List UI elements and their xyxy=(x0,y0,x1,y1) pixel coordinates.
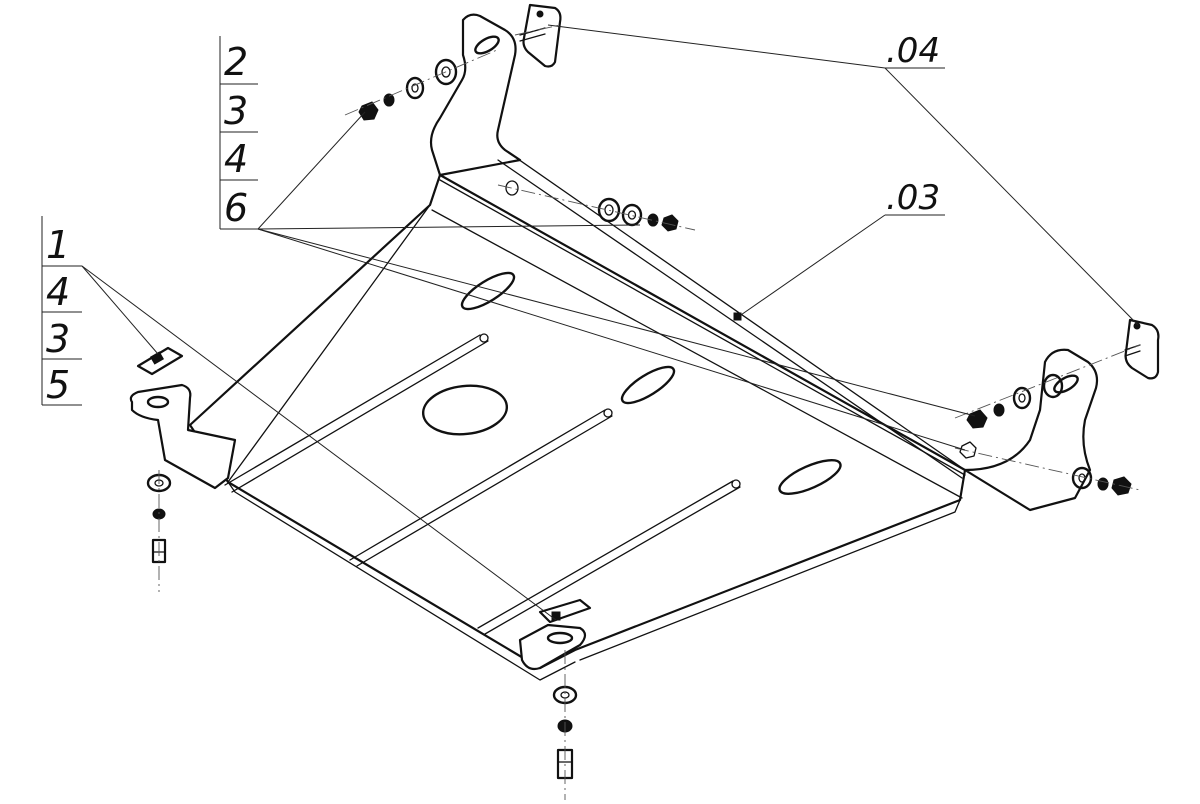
cage-nut-top xyxy=(519,3,562,68)
callout-label: .04 xyxy=(886,31,940,71)
callout-group-left: 1 4 3 5 xyxy=(41,216,82,407)
callout-label: .03 xyxy=(886,178,940,218)
callout-label: 4 xyxy=(224,137,248,181)
cage-nut-right xyxy=(1124,318,1160,380)
callout-label: 5 xyxy=(46,363,70,407)
callout-label: 3 xyxy=(224,89,248,133)
slot-hole-2 xyxy=(620,365,676,405)
fastener-stack-mid xyxy=(505,180,679,232)
rib-2-end xyxy=(603,408,613,418)
callout-part-04: .04 xyxy=(885,31,945,71)
rib-1 xyxy=(224,334,489,493)
callout-label: 6 xyxy=(224,186,248,230)
callout-label: 3 xyxy=(46,317,70,361)
front-bracket-left xyxy=(129,346,237,490)
bend-line-rear xyxy=(431,209,963,499)
front-lip xyxy=(227,481,576,681)
bend-line-rear-2 xyxy=(439,179,966,476)
leader-lines xyxy=(81,24,1139,621)
axis-lines xyxy=(158,24,1141,800)
bend-line-left xyxy=(227,204,431,483)
slot-hole-3 xyxy=(778,459,842,495)
plate-outline xyxy=(188,173,967,670)
callout-part-03: .03 xyxy=(885,178,945,218)
rib-1-end xyxy=(479,333,489,343)
rib-3 xyxy=(477,480,741,635)
front-lip-right xyxy=(579,499,961,661)
callout-group-top-left: 2 3 4 6 xyxy=(219,36,258,230)
front-bracket-right xyxy=(518,598,592,671)
fastener-stack-right xyxy=(966,373,1064,429)
round-hole xyxy=(421,384,509,436)
rear-bracket-right xyxy=(963,348,1099,512)
rib-2 xyxy=(349,409,613,567)
slot-hole-1 xyxy=(460,271,516,311)
callout-label: 1 xyxy=(46,223,70,267)
callout-label: 2 xyxy=(224,40,248,84)
callout-label: 4 xyxy=(46,270,70,314)
fastener-stack-top-left xyxy=(358,58,458,121)
rib-3-end xyxy=(731,479,741,489)
